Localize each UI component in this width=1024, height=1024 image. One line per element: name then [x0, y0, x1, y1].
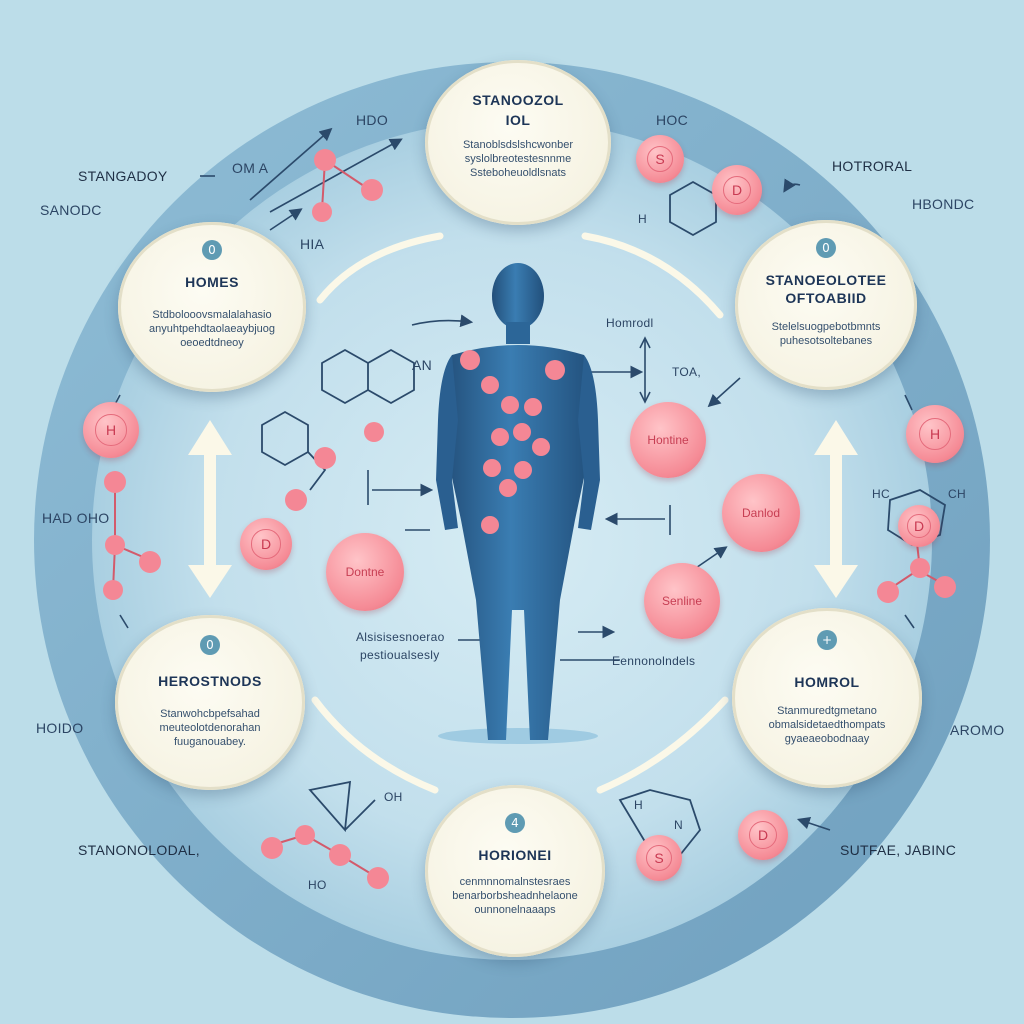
node-bottom-title: HORIONEI — [478, 847, 552, 863]
molecule-atoms — [103, 149, 956, 889]
node-upper-right-desc-2: puhesotsoltebanes — [779, 335, 873, 347]
label-om-a: OM A — [232, 160, 269, 176]
label-ho-bottom: HO — [308, 878, 327, 892]
human-body-figure — [436, 263, 600, 744]
node-top-title-line1: STANOOZOL — [472, 92, 564, 108]
node-upper-right: 0 STANOEOLOTEE OFTOABIID Stelelsuogpebot… — [735, 220, 917, 390]
hormone-dots — [460, 350, 565, 534]
node-top-title-line2: IOL — [505, 112, 531, 128]
pill-d-bottom: D — [738, 810, 788, 860]
label-hdo: HDO — [356, 112, 389, 128]
label-toa: TOA, — [672, 365, 701, 379]
label-eennonolndels: Eennonolndels — [612, 654, 696, 668]
left-vertical-arrow — [188, 420, 232, 598]
label-oh-bottom: OH — [384, 790, 403, 804]
node-lower-left-desc-1: Stanwohcbpefsahad — [160, 708, 260, 720]
node-upper-left-desc-1: Stdbolooovsmalalahasio — [152, 309, 272, 321]
label-pestio: pestioualsesly — [360, 648, 440, 662]
node-upper-right-title-line2: OFTOABIID — [785, 290, 867, 306]
label-had-oho: HAD OHO — [42, 510, 110, 526]
pill-d-left: D — [240, 518, 292, 570]
label-hc-right: HC — [872, 487, 890, 501]
node-top-desc-3: Ssteboheuoldlsnats — [469, 167, 566, 179]
label-stangadoy: STANGADOY — [78, 168, 168, 184]
node-lower-right-title: HOMROL — [794, 674, 860, 690]
node-lower-right-desc-1: Stanmuredtgmetano — [777, 705, 877, 717]
label-homrodl: Homrodl — [606, 316, 654, 330]
node-upper-left-title: HOMES — [185, 274, 239, 290]
right-vertical-arrow — [814, 420, 858, 598]
node-lower-right-desc-3: gyaeaeobodnaay — [784, 733, 870, 745]
pill-center-left: Dontne — [326, 533, 404, 611]
node-lower-left-badge: 0 — [200, 635, 220, 655]
label-h-ring: H — [634, 798, 643, 812]
label-h-top-right: H — [638, 212, 647, 226]
label-hia: HIA — [300, 236, 325, 252]
node-top-desc-1: Stanoblsdslshcwonber — [462, 139, 574, 151]
label-stanonolodal: STANONOLODAL, — [78, 842, 200, 858]
pill-d-top: D — [712, 165, 762, 215]
node-upper-right-badge: 0 — [816, 238, 836, 258]
pill-h-left: H — [83, 402, 139, 458]
label-alsis: Alsisisesnoerao — [356, 630, 445, 644]
node-bottom-desc-1: cenmnnomalnstesraes — [459, 876, 571, 888]
node-upper-right-title-line1: STANOEOLOTEE — [765, 272, 887, 288]
label-an: AN — [412, 357, 433, 373]
node-lower-right-badge: + — [817, 630, 837, 650]
node-bottom-desc-3: ounnonelnaaaps — [474, 904, 556, 916]
label-aromo: AROMO — [950, 722, 1005, 738]
node-lower-left: 0 HEROSTNODS Stanwohcbpefsahad meuteolot… — [115, 615, 305, 790]
pill-s-bottom: S — [636, 835, 682, 881]
node-bottom-desc-2: benarborbsheadnhelaone — [452, 890, 578, 902]
node-lower-right-desc-2: obmalsidetaedthompats — [768, 719, 886, 731]
node-lower-left-title: HEROSTNODS — [158, 673, 262, 689]
label-sanodc: SANODC — [40, 202, 102, 218]
node-upper-right-desc-1: Stelelsuogpebotbmnts — [771, 321, 881, 333]
node-lower-left-desc-3: fuuganouabey. — [174, 736, 246, 748]
node-top-desc-2: syslolbreotestesnnme — [464, 153, 572, 165]
pill-center-right-1: Hontine — [630, 402, 706, 478]
label-hoido: HOIDO — [36, 720, 84, 736]
pill-d-struct: D — [898, 505, 940, 547]
label-hbondc: HBONDC — [912, 196, 975, 212]
label-hoc-top: HOC — [656, 112, 689, 128]
label-hotroral: HOTRORAL — [832, 158, 913, 174]
node-lower-left-desc-2: meuteolotdenorahan — [159, 722, 261, 734]
node-lower-right: + HOMROL Stanmuredtgmetano obmalsidetaed… — [732, 608, 922, 788]
pill-center-right-2: Danlod — [722, 474, 800, 552]
pill-s-top: S — [636, 135, 684, 183]
node-upper-left: 0 HOMES Stdbolooovsmalalahasio anyuhtpeh… — [118, 222, 306, 392]
node-bottom: 4 HORIONEI cenmnnomalnstesraes benarborb… — [425, 785, 605, 957]
label-sutfae-jabinc: SUTFAE, JABINC — [840, 842, 957, 858]
node-bottom-badge: 4 — [505, 813, 525, 833]
node-upper-left-desc-3: oeoedtdneoy — [180, 337, 244, 349]
inner-cycle-arcs — [311, 232, 729, 794]
pill-h-right: H — [906, 405, 964, 463]
label-n-ring: N — [674, 818, 683, 832]
node-top: STANOOZOL IOL Stanoblsdslshcwonber syslo… — [425, 60, 611, 225]
node-upper-left-desc-2: anyuhtpehdtaolaeaybjuog — [148, 323, 275, 335]
node-upper-left-badge: 0 — [202, 240, 222, 260]
label-ch-right: CH — [948, 487, 966, 501]
annotation-lines — [111, 175, 915, 661]
pill-center-right-3: Senline — [644, 563, 720, 639]
